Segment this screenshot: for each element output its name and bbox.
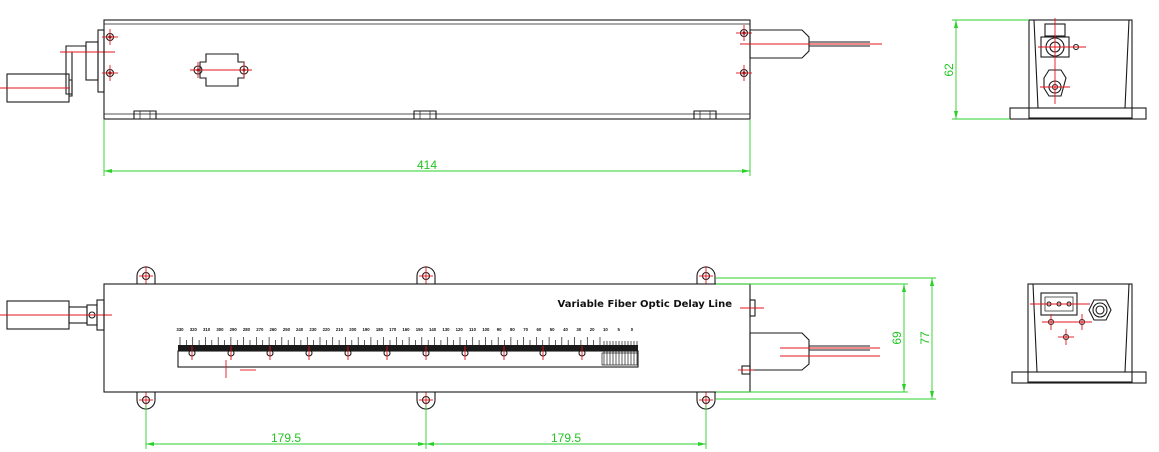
scale-label: 200 xyxy=(349,327,357,332)
fiber-output xyxy=(740,29,882,59)
scale-label: 120 xyxy=(456,327,464,332)
scale-label: 0 xyxy=(631,327,634,332)
scale-label: 250 xyxy=(283,327,291,332)
scale-label: 60 xyxy=(537,327,542,332)
scale-slider xyxy=(177,350,639,368)
front-view: Variable Fiber Optic Delay Line 330 320 31… xyxy=(0,266,936,449)
scale-label: 80 xyxy=(510,327,515,332)
scale-label: 100 xyxy=(482,327,490,332)
scale-label: 210 xyxy=(336,327,344,332)
scale-label: 50 xyxy=(550,327,555,332)
dimension-length: 414 xyxy=(103,120,751,176)
end-view-bottom xyxy=(1011,283,1147,384)
dimension-body-height-label: 69 xyxy=(890,331,904,345)
fiber-output-front xyxy=(749,332,880,371)
dimension-pitch-left-label: 179.5 xyxy=(271,431,301,445)
scale-label: 270 xyxy=(256,327,264,332)
bottom-feet xyxy=(133,110,717,119)
mounting-ears xyxy=(136,266,716,410)
scale-label: 310 xyxy=(203,327,211,332)
top-view: 414 xyxy=(0,19,882,176)
scale-label: 260 xyxy=(270,327,278,332)
scale-label: 40 xyxy=(563,327,568,332)
scale-label: 240 xyxy=(296,327,304,332)
end-view-top: 62 xyxy=(942,18,1147,120)
dimension-pitch-right-label: 179.5 xyxy=(551,431,581,445)
scale-label: 190 xyxy=(363,327,371,332)
title-plate: Variable Fiber Optic Delay Line xyxy=(558,299,733,310)
scale-label: 5 xyxy=(618,327,621,332)
dimension-length-label: 414 xyxy=(417,158,437,172)
scale-label: 90 xyxy=(497,327,502,332)
scale-label: 10 xyxy=(603,327,608,332)
dimension-side-height-label: 62 xyxy=(942,63,956,77)
scale-label: 30 xyxy=(576,327,581,332)
scale-label: 170 xyxy=(389,327,397,332)
scale-label: 280 xyxy=(243,327,251,332)
dimension-total-height-label: 77 xyxy=(918,331,932,345)
scale-label: 130 xyxy=(442,327,450,332)
scale-label: 70 xyxy=(523,327,528,332)
scale-rail xyxy=(178,345,638,351)
corner-screws xyxy=(102,25,752,81)
connector-cutout xyxy=(190,53,252,87)
mounting-base xyxy=(1009,107,1147,120)
scale-label: 220 xyxy=(323,327,331,332)
scale-label: 290 xyxy=(230,327,238,332)
scale-label: 150 xyxy=(416,327,424,332)
top-body xyxy=(103,19,751,120)
scale-label: 230 xyxy=(309,327,317,332)
scale-label: 180 xyxy=(376,327,384,332)
scale-label: 160 xyxy=(402,327,410,332)
scale-label: 140 xyxy=(429,327,437,332)
scale-label: 320 xyxy=(190,327,198,332)
scale-label: 300 xyxy=(216,327,224,332)
scale-label: 330 xyxy=(176,327,184,332)
scale-label: 20 xyxy=(590,327,595,332)
scale-label: 110 xyxy=(469,327,477,332)
